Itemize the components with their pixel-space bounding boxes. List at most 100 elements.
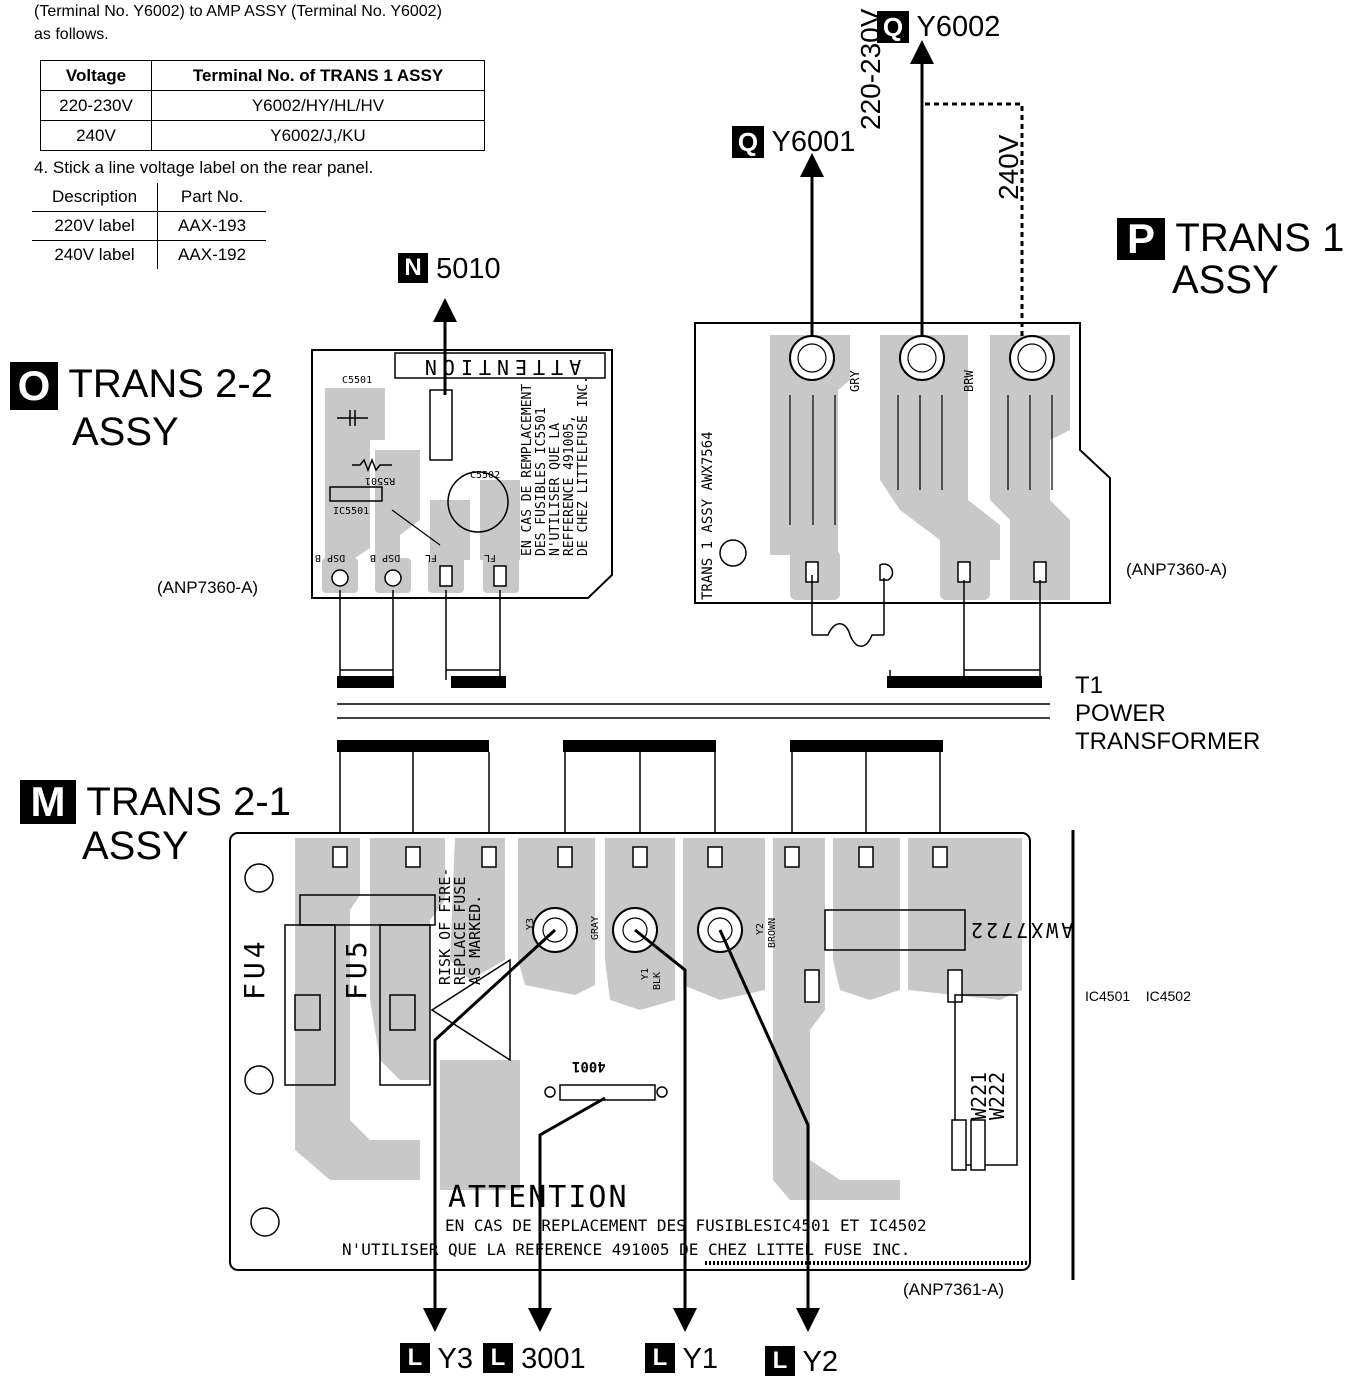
o-part-fl-2: FL [484,552,497,563]
m-fu4-label: FU4 [238,937,271,1000]
o-part-ic5501: IC5501 [333,506,370,517]
partno-cell: AAX-192 [178,245,247,264]
connector-l-y2: L Y2 [765,1346,838,1378]
m-risk-text: RISK OF FIRE- REPLACE FUSE AS MARKED. [436,868,484,985]
ic-labels: IC4501 IC4502 [1085,988,1191,1004]
o-line-2: ASSY [72,410,179,454]
m-risk-line: AS MARKED. [466,894,484,985]
m-line-2: ASSY [82,824,189,868]
p-board-code: (ANP7360-A) [1126,560,1228,579]
l-y2-arrow [718,929,820,1332]
m-notice-line-2: N'UTILISER QUE LA REFERENCE 491005 DE CH… [342,1240,911,1259]
o-badge: O [10,362,58,410]
p-badge: P [1117,218,1165,260]
table-row: 220V label AAX-193 [32,211,267,241]
p-model-text: TRANS 1 ASSY AWX7564 [700,431,716,600]
ic4502-label: IC4502 [1145,988,1191,1004]
voltage-cell: 220-230V [40,90,152,121]
table-row: 240V label AAX-192 [32,240,266,269]
p-gry-text: GRY [848,370,862,392]
o-notice-line: DE CHEZ LITTELFUSE INC. [576,375,591,556]
step-4-text: 4. Stick a line voltage label on the rea… [34,158,374,177]
o-part-c5501: C5501 [342,375,373,386]
description-cell: 220V label [32,211,159,241]
trans-2-1-board [229,832,1031,1271]
connector-label: Y2 [802,1346,839,1378]
trans-2-2-board [311,349,613,599]
m-y2-text: Y2 [755,922,766,935]
o-notice-line: EN CAS DE REMPLACEMENT [520,383,535,556]
n-badge: N [398,253,428,283]
m-badge: M [20,780,76,824]
o-notice-line: REFFERENCE 491005, [562,415,577,556]
p-line-1: TRANS 1 [1175,216,1345,260]
m-awx7722: W222 [985,1071,1009,1120]
q-badge-2: Q [877,11,909,43]
q-y6001-text: Y6001 [771,126,856,158]
m-4001-label: 4001 [572,1058,606,1074]
o-part-fl-1: FL [425,552,438,563]
q-badge-1: Q [732,126,764,158]
description-header: Description [32,183,159,212]
o-board-code: (ANP7360-A) [157,578,259,597]
o-notice-line: DES FUSIBLES IC5501 [534,407,549,556]
transformer-line-3: TRANSFORMER [1075,728,1261,755]
o-trans-2-2-label: O TRANS 2-2 ASSY [10,362,273,454]
o-part-r5501: R5501 [365,475,396,486]
l-badge: L [645,1343,675,1373]
description-cell: 240V label [32,240,159,269]
partno-header: Part No. [157,183,267,212]
q-y6002-label: Q Y6002 [877,11,1000,43]
intro-line-2: as follows. [34,26,109,43]
connector-label: 3001 [521,1343,586,1375]
connector-label: Y1 [682,1343,719,1375]
m-awx-label: AWX7722 [968,918,1074,942]
p-board-wires [811,575,1042,688]
partno-cell: AAX-193 [157,211,267,241]
voltage-header: Voltage [40,60,152,91]
table-row: 240V Y6002/J,/KU [40,120,485,151]
p-brw-text: BRW [962,370,976,392]
voltage-220-label: 220-230V [855,8,886,130]
voltage-240-label: 240V [993,134,1024,200]
p-trans-1-label: P TRANS 1 ASSY [1117,218,1344,300]
n-label-text: 5010 [436,253,501,285]
transformer-line-2: POWER [1075,700,1166,727]
l-y1-arrow [634,928,697,1332]
n-5010-label: N 5010 [398,253,501,285]
part-table: Description Part No. 220V label AAX-193 … [32,183,267,269]
m-fu5-label: FU5 [340,937,373,1000]
t1-power-transformer-label: T1 POWER TRANSFORMER [1075,672,1260,756]
m-brown-text: BROWN [767,917,778,948]
m-line-1: TRANS 2-1 [86,780,291,824]
m-trans-2-1-label: M TRANS 2-1 ASSY [20,780,291,868]
ic4501-label: IC4501 [1085,988,1131,1004]
transformer-line-1: T1 [1075,672,1104,699]
l-y3-arrow [423,928,557,1332]
m-y3-text: Y3 [525,917,536,930]
intro-text: (Terminal No. Y6002) to AMP ASSY (Termin… [34,0,442,46]
o-part-c5502: C5502 [470,470,501,481]
q-y6001-label: Q Y6001 [732,126,855,158]
terminal-cell: Y6002/J,/KU [151,120,485,151]
m-awx-model: W221 W222 [967,1071,1009,1120]
q-y6002-text: Y6002 [916,11,1001,43]
terminal-cell: Y6002/HY/HL/HV [151,90,485,121]
voltage-cell: 240V [40,120,152,151]
o-line-1: TRANS 2-2 [68,362,273,406]
m-board-code: (ANP7361-A) [903,1280,1005,1299]
l-badge: L [483,1343,513,1373]
m-notice-line-1: EN CAS DE REPLACEMENT DES FUSIBLESIC4501… [445,1216,927,1235]
m-y1-text: Y1 [640,967,651,980]
connector-label: Y3 [437,1343,474,1375]
o-notice-text: EN CAS DE REMPLACEMENT DES FUSIBLES IC55… [520,375,591,556]
trans-1-board [694,322,1111,604]
m-blk-text: BLK [652,971,663,990]
p-line-2: ASSY [1172,258,1279,302]
l-badge: L [765,1346,795,1376]
connector-l-y1: L Y1 [645,1343,718,1375]
l-3001-arrow [528,1096,606,1332]
o-notice-line: N'UTILISER QUE LA [548,422,563,556]
m-attention-text: ATTENTION [448,1180,629,1215]
